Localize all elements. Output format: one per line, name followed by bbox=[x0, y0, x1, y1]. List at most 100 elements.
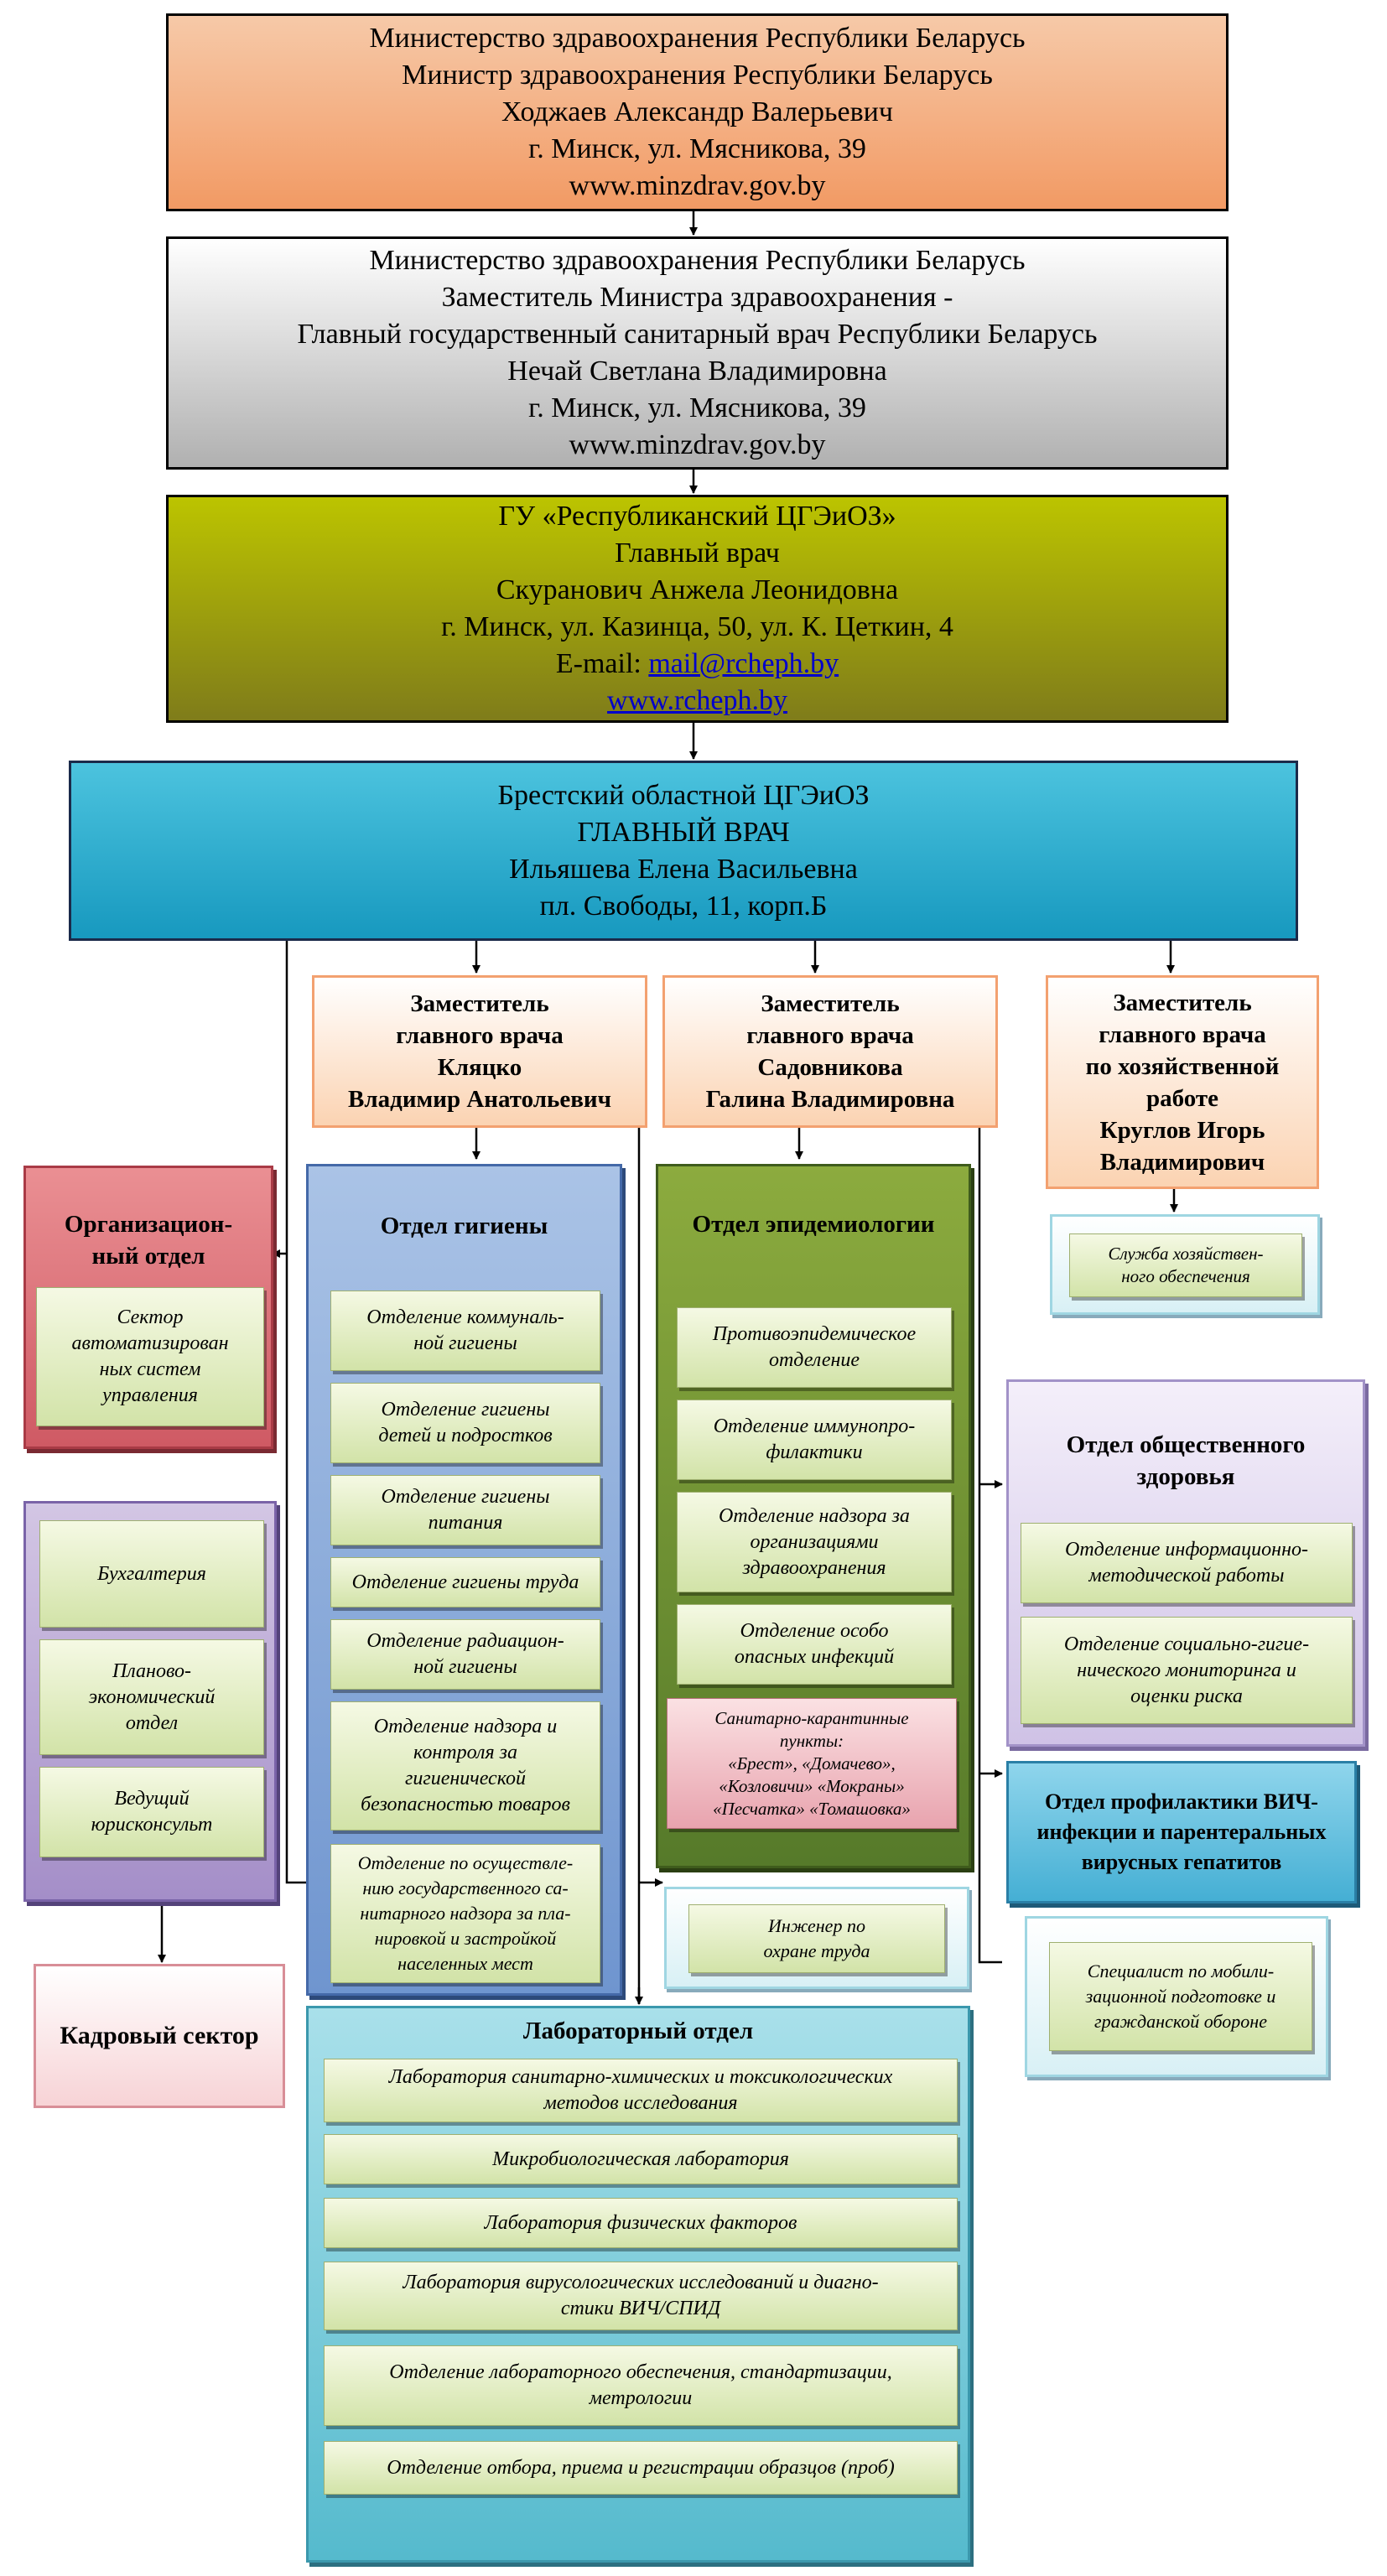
item-line: Отделение надзора за bbox=[719, 1504, 910, 1527]
text-line: главного врача bbox=[746, 1022, 914, 1049]
item-line: нировкой и застройкой bbox=[374, 1928, 557, 1949]
text-line: www.minzdrav.gov.by bbox=[569, 170, 826, 201]
text-line: Заместитель bbox=[761, 990, 900, 1017]
text-line: Брестский областной ЦГЭиОЗ bbox=[497, 779, 870, 811]
item-line: Отделение гигиены bbox=[381, 1399, 550, 1420]
email-label: E-mail: bbox=[555, 648, 649, 679]
item-line: охране труда bbox=[763, 1940, 870, 1961]
epidemiology-item: Противоэпидемическое отделение bbox=[677, 1307, 952, 1388]
text-line: г. Минск, ул. Мясникова, 39 bbox=[528, 392, 866, 423]
item-line: Лаборатория физических факторов bbox=[484, 2211, 797, 2234]
item-line: стики ВИЧ/СПИД bbox=[560, 2298, 721, 2319]
labor-safety-panel: Инженер по охране труда bbox=[664, 1887, 969, 1989]
household-service-item: Служба хозяйствен- ного обеспечения bbox=[1069, 1233, 1302, 1297]
hygiene-item: Отделение коммуналь- ной гигиены bbox=[330, 1291, 600, 1371]
item-line: питания bbox=[428, 1512, 503, 1534]
text-line: Владимирович bbox=[1099, 1148, 1265, 1176]
item-line: автоматизирован bbox=[71, 1332, 229, 1354]
laboratory-item: Отделение лабораторного обеспечения, ста… bbox=[324, 2345, 958, 2426]
asu-sector: Сектор автоматизирован ных систем управл… bbox=[36, 1287, 264, 1426]
epidemiology-title: Отдел эпидемиологии bbox=[658, 1208, 969, 1240]
hygiene-item: Отделение надзора и контроля за гигиенич… bbox=[330, 1701, 600, 1831]
item-line: зационной подготовке и bbox=[1085, 1986, 1276, 2007]
item-line: Отделение гигиены труда bbox=[351, 1571, 579, 1593]
mobilization-panel: Специалист по мобили- зационной подготов… bbox=[1025, 1916, 1328, 2077]
hr-sector-box: Кадровый сектор bbox=[34, 1964, 285, 2108]
item-line: экономический bbox=[88, 1685, 216, 1708]
item-line: оценки риска bbox=[1130, 1685, 1243, 1707]
title-line: здоровья bbox=[1136, 1463, 1235, 1490]
ministry-box: Министерство здравоохранения Республики … bbox=[166, 13, 1229, 211]
item-line: Отделение информационно- bbox=[1065, 1539, 1308, 1561]
item-line: управления bbox=[102, 1384, 198, 1406]
finance-panel: Бухгалтерия Планово- экономический отдел… bbox=[23, 1501, 277, 1902]
text-line: по хозяйственной bbox=[1085, 1052, 1280, 1080]
item-line: ных систем bbox=[99, 1358, 201, 1380]
item-line: нитарного надзора за пла- bbox=[360, 1903, 571, 1924]
email-line: E-mail: mail@rcheph.by bbox=[556, 646, 839, 683]
text-line: ГУ «Республиканский ЦГЭиОЗ» bbox=[498, 501, 896, 532]
laboratory-item: Лаборатория санитарно-химических и токси… bbox=[324, 2059, 958, 2122]
text-line: г. Минск, ул. Казинца, 50, ул. К. Цеткин… bbox=[441, 611, 953, 642]
item-line: Специалист по мобили- bbox=[1087, 1961, 1275, 1981]
item-line: «Песчатка» «Томашовка» bbox=[713, 1798, 911, 1819]
epidemiology-item: Отделение надзора за организациями здрав… bbox=[677, 1492, 952, 1592]
text-line: ГЛАВНЫЙ ВРАЧ bbox=[577, 816, 790, 848]
title-line: Лабораторный отдел bbox=[522, 2018, 754, 2044]
hygiene-item: Отделение гигиены труда bbox=[330, 1557, 600, 1607]
item-line: Отделение гигиены bbox=[381, 1486, 550, 1508]
item-line: нического мониторинга и bbox=[1077, 1659, 1296, 1681]
item-line: Микробиологическая лаборатория bbox=[492, 2148, 789, 2170]
text-line: Нечай Светлана Владимировна bbox=[507, 356, 887, 387]
text-line: г. Минск, ул. Мясникова, 39 bbox=[528, 133, 866, 164]
title-line: вирусных гепатитов bbox=[1081, 1850, 1282, 1874]
item-line: ного обеспечения bbox=[1121, 1266, 1250, 1286]
text-line: Заместитель bbox=[410, 990, 549, 1017]
hygiene-title: Отдел гигиены bbox=[309, 1210, 620, 1242]
item-line: Лаборатория вирусологических исследовани… bbox=[403, 2272, 879, 2293]
item-line: Ведущий bbox=[114, 1788, 190, 1810]
hygiene-item: Отделение гигиены питания bbox=[330, 1475, 600, 1545]
text-line: Главный врач bbox=[615, 538, 780, 569]
laboratory-title: Лабораторный отдел bbox=[309, 2015, 968, 2047]
text-line: Главный государственный санитарный врач … bbox=[297, 319, 1098, 350]
item-line: организациями bbox=[750, 1530, 879, 1553]
title-line: Отдел эпидемиологии bbox=[692, 1211, 935, 1238]
epidemiology-panel: Отдел эпидемиологии Противоэпидемическое… bbox=[656, 1164, 971, 1868]
deputy-kruglov-box: Заместитель главного врача по хозяйствен… bbox=[1046, 975, 1319, 1189]
hygiene-panel: Отдел гигиены Отделение коммуналь- ной г… bbox=[306, 1164, 622, 1996]
accounting-item: Бухгалтерия bbox=[39, 1520, 264, 1628]
email-link[interactable]: mail@rcheph.by bbox=[648, 648, 839, 679]
item-line: метрологии bbox=[589, 2387, 693, 2409]
hiv-prevention-box: Отдел профилактики ВИЧ- инфекции и парен… bbox=[1006, 1761, 1357, 1903]
public-health-title: Отдел общественного здоровья bbox=[1009, 1429, 1363, 1493]
website-link[interactable]: www.rcheph.by bbox=[607, 685, 787, 716]
epidemiology-item: Отделение особо опасных инфекций bbox=[677, 1604, 952, 1685]
legal-counsel-item: Ведущий юрисконсульт bbox=[39, 1767, 264, 1857]
public-health-panel: Отдел общественного здоровья Отделение и… bbox=[1006, 1379, 1365, 1747]
text-line: Садовникова bbox=[757, 1054, 903, 1081]
title-line: ный отдел bbox=[91, 1243, 205, 1270]
hr-sector-title: Кадровый сектор bbox=[60, 2022, 259, 2049]
item-line: пункты: bbox=[779, 1730, 844, 1751]
text-line: Ходжаев Александр Валерьевич bbox=[501, 96, 893, 127]
item-line: опасных инфекций bbox=[734, 1646, 895, 1668]
laboratory-item: Микробиологическая лаборатория bbox=[324, 2134, 958, 2184]
hygiene-item: Отделение радиацион- ной гигиены bbox=[330, 1619, 600, 1690]
line-sadovnikova-right bbox=[978, 1128, 1002, 1964]
item-line: методов исследования bbox=[543, 2092, 738, 2114]
item-line: Санитарно-карантинные bbox=[714, 1707, 909, 1728]
item-line: детей и подростков bbox=[378, 1425, 553, 1446]
item-line: Отделение коммуналь- bbox=[366, 1306, 564, 1328]
item-line: контроля за bbox=[413, 1742, 517, 1763]
text-line: Заместитель bbox=[1113, 989, 1252, 1016]
text-line: Заместитель Министра здравоохранения - bbox=[441, 282, 953, 313]
labor-safety-item: Инженер по охране труда bbox=[688, 1904, 945, 1973]
deputy-sadovnikova-box: Заместитель главного врача Садовникова Г… bbox=[662, 975, 998, 1128]
item-line: Отделение иммунопро- bbox=[713, 1415, 916, 1437]
republican-center-box: ГУ «Республиканский ЦГЭиОЗ» Главный врач… bbox=[166, 495, 1229, 723]
text-line: Скуранович Анжела Леонидовна bbox=[496, 574, 899, 605]
title-line: инфекции и парентеральных bbox=[1036, 1820, 1327, 1844]
org-department-panel: Организацион- ный отдел Сектор автоматиз… bbox=[23, 1166, 273, 1449]
